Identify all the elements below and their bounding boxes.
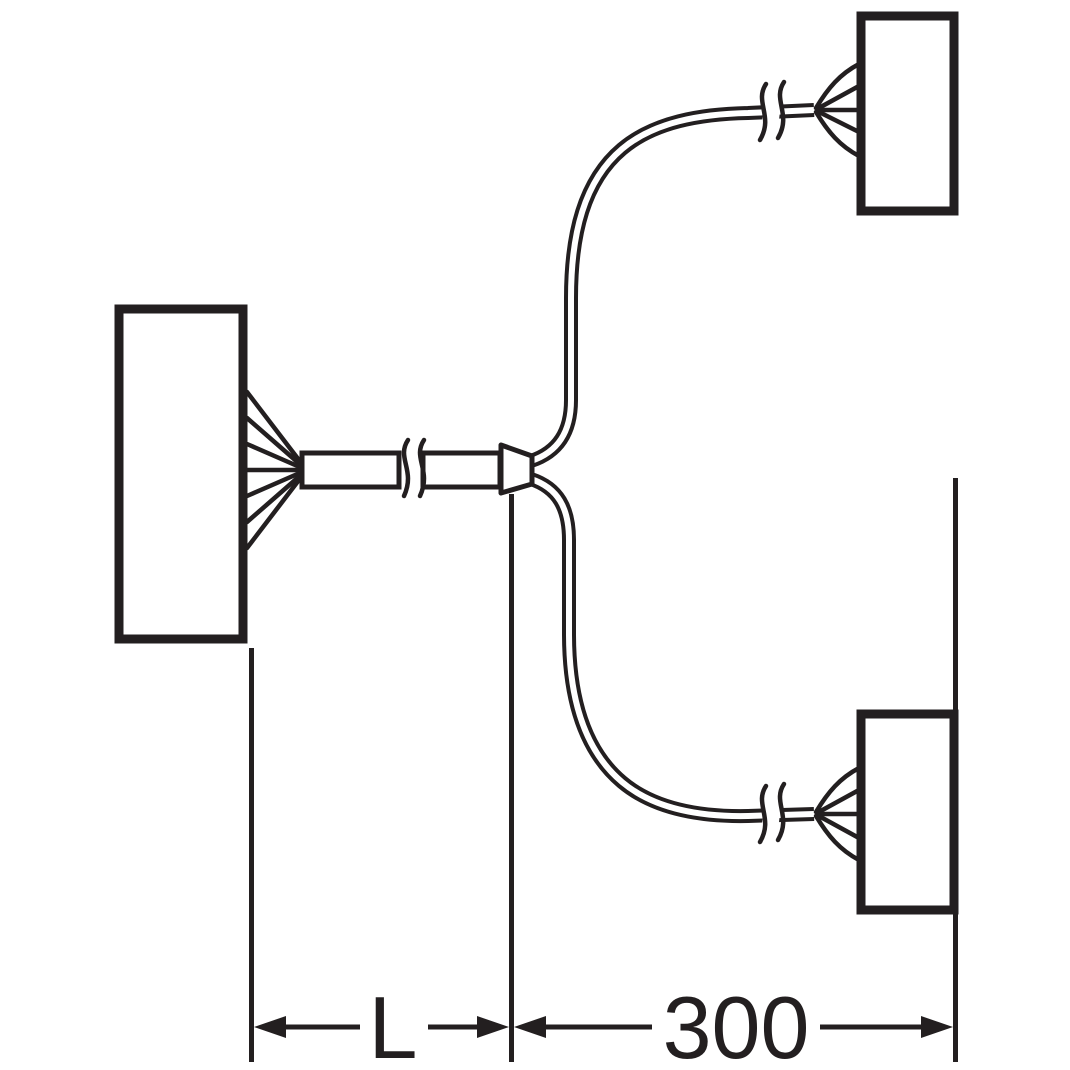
top-right-connector-block [856, 11, 959, 216]
break-slash [775, 79, 787, 141]
lower-cable-core [529, 476, 815, 820]
fan-wire [813, 813, 862, 863]
upper-cable-core [529, 107, 815, 464]
fan-wire [813, 109, 862, 159]
upper-branch-cable [528, 61, 862, 468]
arrow-right-icon [921, 1016, 953, 1038]
left-connector-block [114, 304, 248, 644]
fan-wire [244, 473, 305, 551]
bottom-right-connector-block [856, 709, 959, 915]
upper-cable-break-icon [757, 79, 787, 143]
fan-wire [814, 108, 862, 135]
break-slash [417, 437, 427, 499]
cable-segment-far [420, 450, 503, 490]
main-cable-break-icon [401, 437, 427, 499]
fan-wire [244, 471, 305, 525]
dimension-300: 300 [514, 978, 953, 1070]
lower-cable-outline [528, 472, 815, 824]
arrow-left-icon [254, 1016, 286, 1038]
break-slash [757, 783, 769, 845]
fan-wire [244, 415, 305, 469]
branch-plug [498, 442, 535, 496]
dimension-l-label: L [369, 978, 418, 1070]
lower-branch-cable [528, 472, 862, 863]
break-slash [757, 81, 769, 143]
arrow-right-icon [477, 1016, 509, 1038]
main-cable [299, 437, 535, 499]
break-slash [401, 437, 411, 499]
fan-wire [244, 389, 305, 467]
dimension-l: L [254, 978, 509, 1070]
lower-cable-break-icon [757, 781, 787, 845]
fan-wire [244, 469, 305, 499]
fan-wire [813, 61, 862, 111]
upper-wire-fan [813, 61, 862, 159]
arrow-left-icon [514, 1016, 546, 1038]
fan-wire [244, 441, 305, 471]
cable-segment-near [299, 450, 402, 490]
fan-wire [814, 787, 862, 816]
fan-wire [814, 812, 862, 841]
break-slash [775, 781, 787, 843]
fan-wire [813, 765, 862, 815]
dimension-300-label: 300 [663, 978, 810, 1070]
lower-wire-fan [813, 765, 862, 863]
left-wire-fan [244, 389, 305, 551]
fan-wire [814, 83, 862, 112]
